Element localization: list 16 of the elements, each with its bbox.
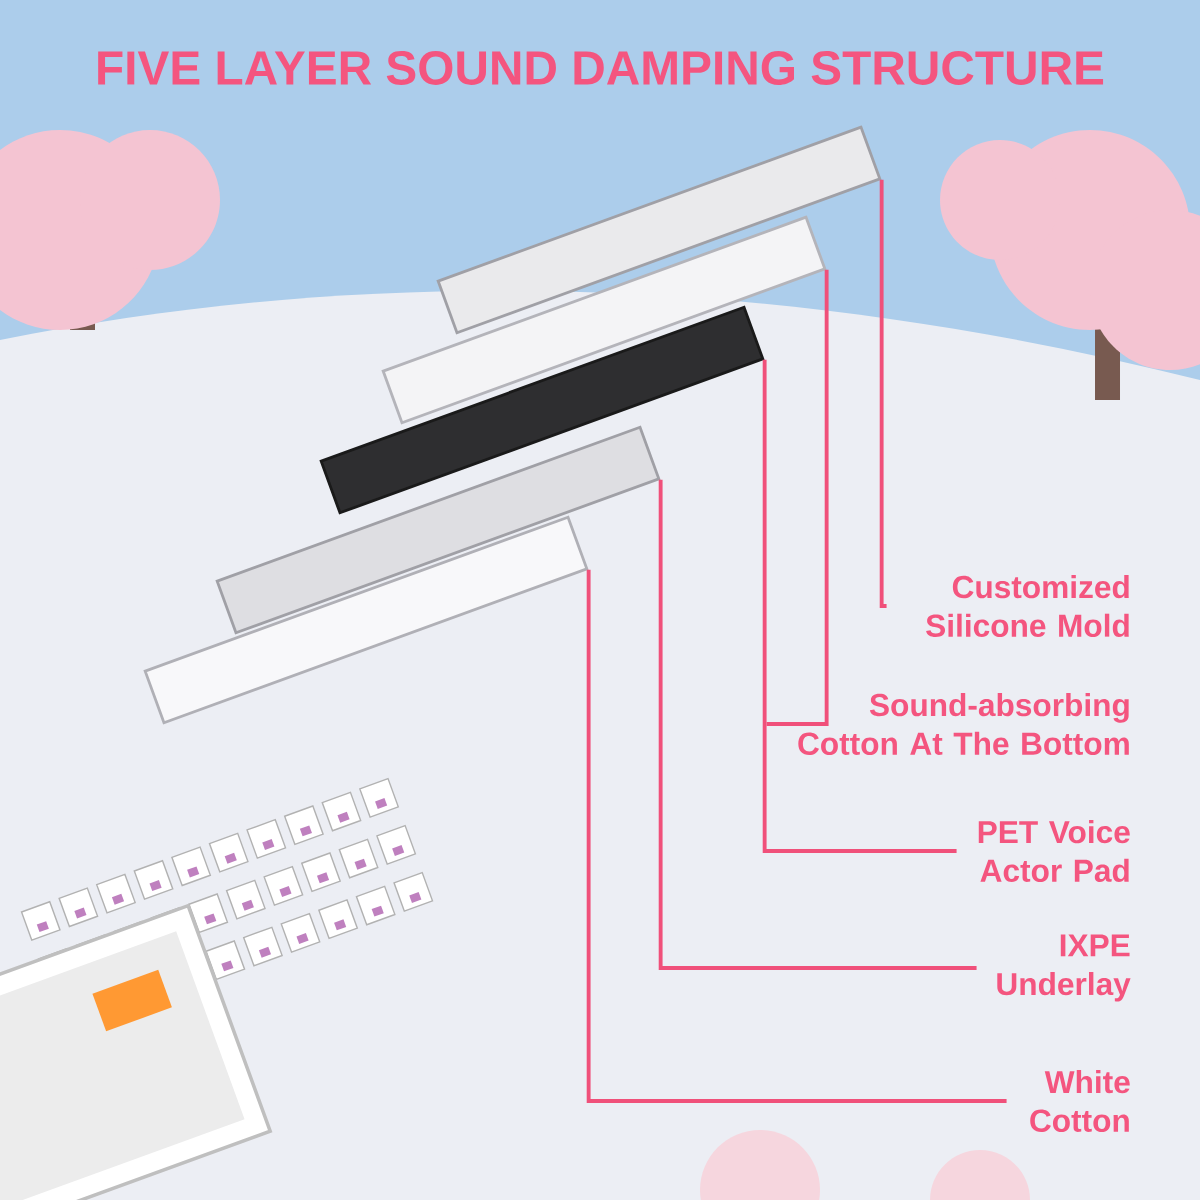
- callout-label: Customized Silicone Mold: [926, 575, 1129, 637]
- leader-line: [762, 359, 957, 853]
- leader-line: [586, 569, 1007, 1103]
- callout-label: PET Voice Actor Pad: [978, 820, 1130, 882]
- layer-plate: [436, 125, 882, 335]
- callout-label: IXPE Underlay: [997, 934, 1131, 1002]
- callout-label: Sound-absorbing Cotton At The Bottom: [798, 693, 1129, 755]
- leader-line: [766, 269, 829, 726]
- leader-line: [879, 179, 887, 608]
- layer-plate: [319, 305, 765, 515]
- layer-plate: [215, 425, 661, 635]
- leader-line: [658, 479, 977, 970]
- title: FIVE LAYER SOUND DAMPING STRUCTURE: [98, 51, 1104, 85]
- layer-plate: [143, 515, 589, 725]
- layer-plate: [381, 215, 827, 425]
- callout-label: White Cotton: [1030, 1070, 1130, 1132]
